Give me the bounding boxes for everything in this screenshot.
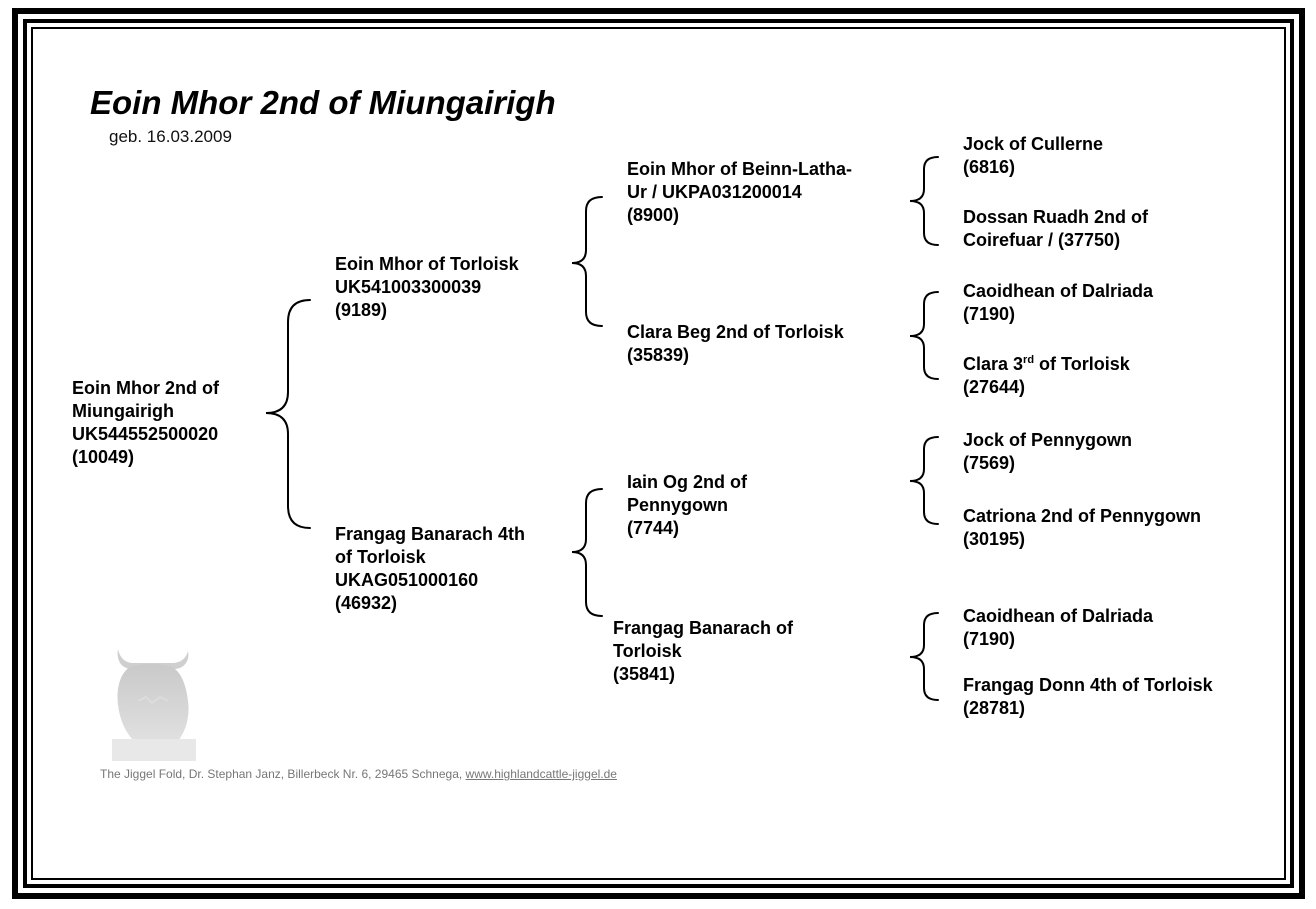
subject-animal: Eoin Mhor 2nd of Miungairigh UK544552500…: [72, 377, 219, 469]
dam-dam-name-line1: Frangag Banarach of: [613, 618, 794, 638]
sire-sire: Eoin Mhor of Beinn-Latha- Ur / UKPA03120…: [627, 158, 852, 227]
great-grandparent-6: Catriona 2nd of Pennygown (30195): [963, 505, 1201, 551]
ggp4-herdbook-number: (27644): [963, 377, 1026, 397]
sire-sire-name: Eoin Mhor of Beinn-Latha-: [627, 159, 852, 179]
dam-herdbook-number: (46932): [335, 593, 398, 613]
subject-name-line2: Miungairigh: [72, 401, 174, 421]
sire-dam: Clara Beg 2nd of Torloisk (35839): [627, 321, 844, 367]
ggp5-name: Jock of Pennygown: [963, 430, 1133, 450]
sire-ear-tag: UK541003300039: [335, 277, 482, 297]
ggp3-name: Caoidhean of Dalriada: [963, 281, 1154, 301]
ggp6-herdbook-number: (30195): [963, 529, 1026, 549]
brace-dam-sire: [909, 436, 939, 525]
great-grandparent-5: Jock of Pennygown (7569): [963, 429, 1132, 475]
dam-name-line1: Frangag Banarach 4th: [335, 524, 526, 544]
subject-herdbook-number: (10049): [72, 447, 135, 467]
dam-sire: Iain Og 2nd of Pennygown (7744): [627, 471, 747, 540]
dam-name-line2: of Torloisk: [335, 547, 426, 567]
great-grandparent-8: Frangag Donn 4th of Torloisk (28781): [963, 674, 1213, 720]
ggp1-name: Jock of Cullerne: [963, 134, 1104, 154]
ggp4-name-part2: of Torloisk: [1034, 354, 1130, 374]
sire-name: Eoin Mhor of Torloisk: [335, 254, 519, 274]
ggp5-herdbook-number: (7569): [963, 453, 1016, 473]
sire: Eoin Mhor of Torloisk UK541003300039 (91…: [335, 253, 519, 322]
birth-date: geb. 16.03.2009: [109, 127, 232, 146]
sire-sire-ear-tag: Ur / UKPA031200014: [627, 182, 802, 202]
ggp7-name: Caoidhean of Dalriada: [963, 606, 1154, 626]
highland-cow-silhouette-icon: [112, 649, 196, 761]
sire-herdbook-number: (9189): [335, 300, 388, 320]
ggp1-herdbook-number: (6816): [963, 157, 1016, 177]
dam-sire-name-line2: Pennygown: [627, 495, 729, 515]
ggp3-herdbook-number: (7190): [963, 304, 1016, 324]
ggp2-herdbook-number: Coirefuar / (37750): [963, 230, 1121, 250]
subject-name-line1: Eoin Mhor 2nd of: [72, 378, 219, 398]
brace-sire-sire: [909, 156, 939, 246]
footer-website-link[interactable]: www.highlandcattle-jiggel.de: [465, 767, 617, 781]
outer-border: [12, 8, 1305, 899]
brace-dam-dam: [909, 612, 939, 701]
dam-dam: Frangag Banarach of Torloisk (35841): [613, 617, 793, 686]
ggp4-name-superscript: rd: [1023, 354, 1035, 366]
great-grandparent-1: Jock of Cullerne (6816): [963, 133, 1103, 179]
ggp6-name: Catriona 2nd of Pennygown: [963, 506, 1202, 526]
brace-subject: [265, 299, 311, 529]
dam-dam-name-line2: Torloisk: [613, 641, 682, 661]
ggp2-name: Dossan Ruadh 2nd of: [963, 207, 1149, 227]
ggp8-herdbook-number: (28781): [963, 698, 1026, 718]
great-grandparent-2: Dossan Ruadh 2nd of Coirefuar / (37750): [963, 206, 1148, 252]
dam: Frangag Banarach 4th of Torloisk UKAG051…: [335, 523, 525, 615]
subject-ear-tag: UK544552500020: [72, 424, 219, 444]
dam-dam-herdbook-number: (35841): [613, 664, 676, 684]
page-title: Eoin Mhor 2nd of Miungairigh: [90, 84, 556, 121]
great-grandparent-4: Clara 3rd of Torloisk (27644): [963, 353, 1130, 399]
great-grandparent-3: Caoidhean of Dalriada (7190): [963, 280, 1153, 326]
ggp4-name-part1: Clara 3: [963, 354, 1024, 374]
inner-border: [31, 27, 1286, 880]
sire-dam-name: Clara Beg 2nd of Torloisk: [627, 322, 844, 342]
ggp8-name: Frangag Donn 4th of Torloisk: [963, 675, 1213, 695]
footer: The Jiggel Fold, Dr. Stephan Janz, Bille…: [100, 767, 617, 781]
great-grandparent-7: Caoidhean of Dalriada (7190): [963, 605, 1153, 651]
brace-sire-dam: [909, 291, 939, 380]
dam-sire-name-line1: Iain Og 2nd of: [627, 472, 747, 492]
sire-sire-herdbook-number: (8900): [627, 205, 680, 225]
dam-ear-tag: UKAG051000160: [335, 570, 479, 590]
ggp7-herdbook-number: (7190): [963, 629, 1016, 649]
brace-dam: [571, 488, 603, 617]
sire-dam-herdbook-number: (35839): [627, 345, 690, 365]
footer-address: The Jiggel Fold, Dr. Stephan Janz, Bille…: [100, 767, 466, 781]
ggp4-name: Clara 3rd of Torloisk: [963, 353, 1130, 376]
middle-border: [23, 19, 1294, 888]
brace-sire: [571, 196, 603, 327]
dam-sire-herdbook-number: (7744): [627, 518, 680, 538]
